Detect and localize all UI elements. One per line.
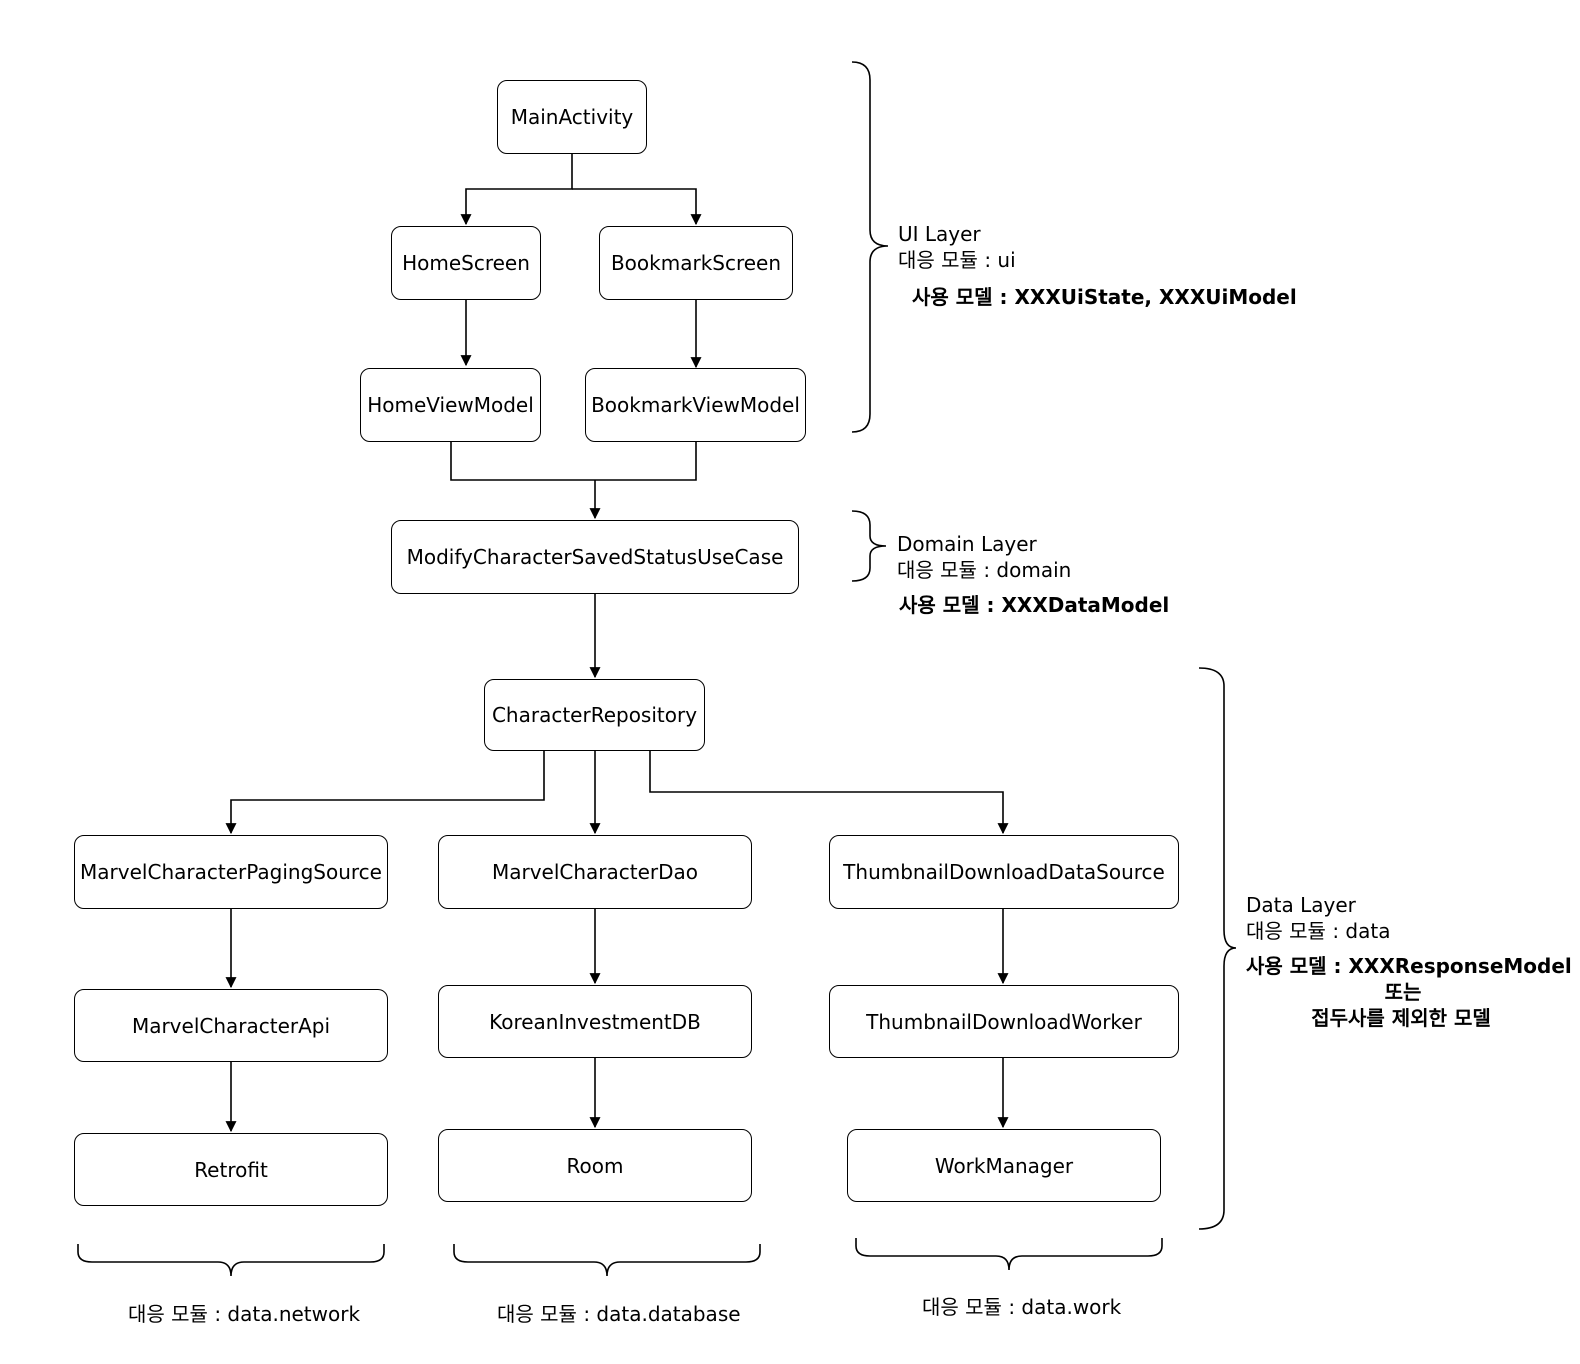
ui-layer-brace bbox=[851, 61, 889, 433]
ui-layer-module: 대응 모듈 : ui bbox=[898, 248, 1016, 272]
character-api-node: MarvelCharacterApi bbox=[74, 989, 388, 1062]
work-manager-node: WorkManager bbox=[847, 1129, 1161, 1202]
edge-main-to-bookmark bbox=[572, 188, 702, 226]
bookmark-view-model-node: BookmarkViewModel bbox=[585, 368, 806, 442]
data-layer-model-or: 또는 bbox=[1384, 980, 1422, 1004]
data-layer-name: Data Layer bbox=[1246, 893, 1356, 917]
data-layer-model-alt: 접두사를 제외한 모델 bbox=[1311, 1006, 1491, 1030]
database-module-brace bbox=[453, 1244, 761, 1277]
domain-layer-module: 대응 모듈 : domain bbox=[897, 558, 1072, 582]
edge-main-to-home bbox=[460, 153, 573, 226]
edge-homevm-merge bbox=[450, 441, 697, 481]
retrofit-node: Retrofit bbox=[74, 1133, 388, 1206]
ui-layer-name: UI Layer bbox=[898, 222, 981, 246]
network-module-brace bbox=[77, 1244, 385, 1277]
bookmark-screen-node: BookmarkScreen bbox=[599, 226, 793, 300]
room-node: Room bbox=[438, 1129, 752, 1202]
thumbnail-data-source-node: ThumbnailDownloadDataSource bbox=[829, 835, 1179, 909]
data-layer-module: 대응 모듈 : data bbox=[1246, 919, 1391, 943]
edge-repo-to-pagingsource bbox=[225, 750, 545, 835]
download-worker-node: ThumbnailDownloadWorker bbox=[829, 985, 1179, 1058]
network-module-label: 대응 모듈 : data.network bbox=[128, 1302, 361, 1326]
investment-db-node: KoreanInvestmentDB bbox=[438, 985, 752, 1058]
home-screen-node: HomeScreen bbox=[391, 226, 541, 300]
domain-layer-name: Domain Layer bbox=[897, 532, 1037, 556]
main-activity-node: MainActivity bbox=[497, 80, 647, 154]
work-module-label: 대응 모듈 : data.work bbox=[922, 1295, 1122, 1319]
domain-layer-brace bbox=[851, 510, 887, 582]
database-module-label: 대응 모듈 : data.database bbox=[497, 1302, 741, 1326]
data-layer-brace bbox=[1198, 667, 1237, 1230]
work-module-brace bbox=[855, 1238, 1163, 1271]
data-layer-model: 사용 모델 : XXXResponseModel 또는 접두사를 제외한 모델 bbox=[1246, 953, 1572, 1031]
character-dao-node: MarvelCharacterDao bbox=[438, 835, 752, 909]
data-layer-model-primary: 사용 모델 : XXXResponseModel bbox=[1246, 954, 1572, 978]
use-case-node: ModifyCharacterSavedStatusUseCase bbox=[391, 520, 799, 594]
character-repository-node: CharacterRepository bbox=[484, 679, 705, 751]
home-view-model-node: HomeViewModel bbox=[360, 368, 541, 442]
ui-layer-model: 사용 모델 : XXXUiState, XXXUiModel bbox=[912, 285, 1297, 309]
domain-layer-model: 사용 모델 : XXXDataModel bbox=[899, 593, 1170, 617]
edge-repo-to-thumbnailsource bbox=[649, 750, 1009, 835]
paging-source-node: MarvelCharacterPagingSource bbox=[74, 835, 388, 909]
